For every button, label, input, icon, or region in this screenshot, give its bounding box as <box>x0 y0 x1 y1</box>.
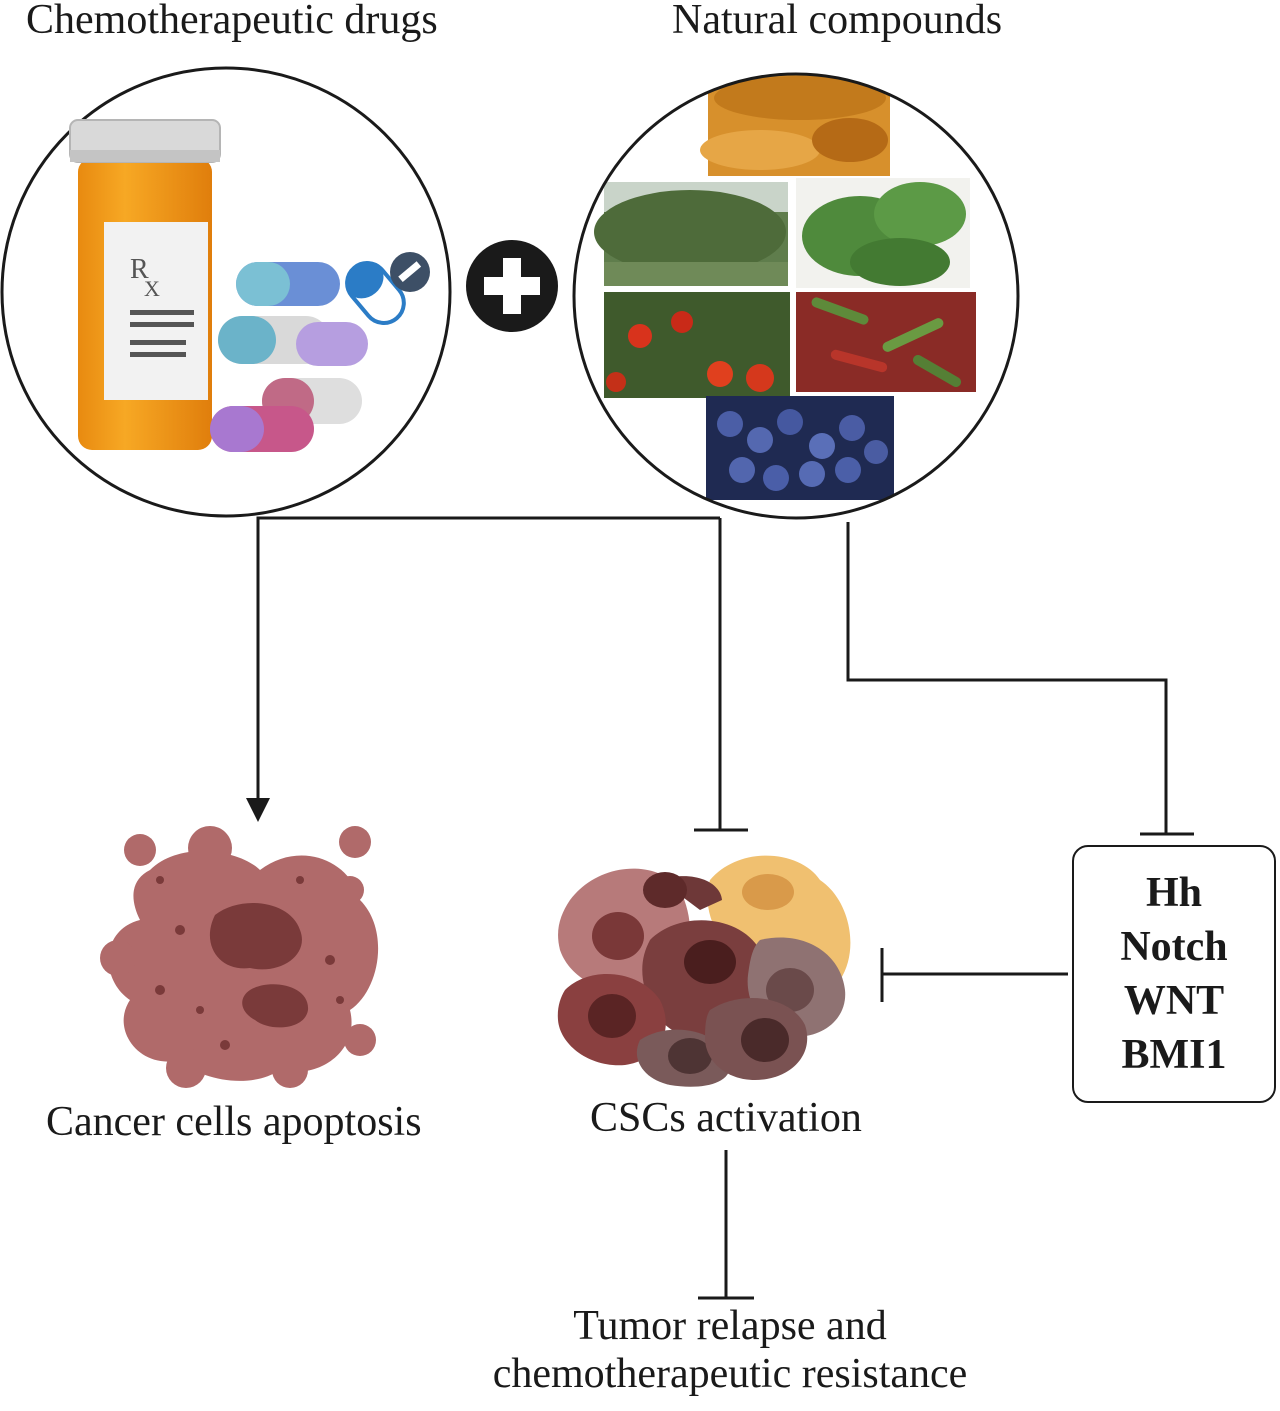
pathway-wnt: WNT <box>1123 978 1225 1024</box>
plus-icon <box>466 240 558 332</box>
svg-text:X: X <box>144 276 160 301</box>
arrow-head-icon <box>246 798 270 822</box>
tree-photo <box>594 182 788 286</box>
yew-berries-photo <box>604 292 790 398</box>
parsley-photo <box>796 178 970 288</box>
chemotherapeutic-drugs-title: Chemotherapeutic drugs <box>26 0 438 43</box>
relapse-label-line2: chemotherapeutic resistance <box>492 1351 968 1397</box>
natural-compounds-circle <box>572 72 1020 520</box>
apoptotic-cells-illustration <box>100 826 379 1088</box>
grapes-photo <box>706 396 894 500</box>
relapse-label-line1: Tumor relapse and <box>573 1303 887 1349</box>
tablet-icon <box>390 252 430 292</box>
relapse-label: Tumor relapse and chemotherapeutic resis… <box>380 1302 1080 1398</box>
rx-mark: R <box>130 254 149 285</box>
pathway-bmi1: BMI1 <box>1121 1032 1227 1078</box>
activation-line <box>256 516 720 800</box>
pathway-box: Hh Notch WNT BMI1 <box>1072 845 1276 1103</box>
csc-activation-label: CSCs activation <box>590 1095 862 1141</box>
pathway-notch: Notch <box>1120 924 1228 970</box>
pathway-inhibition-line <box>846 522 1168 834</box>
natural-compounds-title: Natural compounds <box>672 0 1003 43</box>
capsule-icon <box>210 261 406 452</box>
apoptosis-label: Cancer cells apoptosis <box>46 1099 422 1145</box>
chili-peppers-photo <box>796 292 976 392</box>
pathway-hh: Hh <box>1145 870 1203 916</box>
pill-bottle-icon: R X <box>69 119 221 450</box>
csc-cluster-illustration <box>557 855 851 1087</box>
turmeric-photo <box>700 74 890 176</box>
connector-lines <box>256 516 1194 1300</box>
